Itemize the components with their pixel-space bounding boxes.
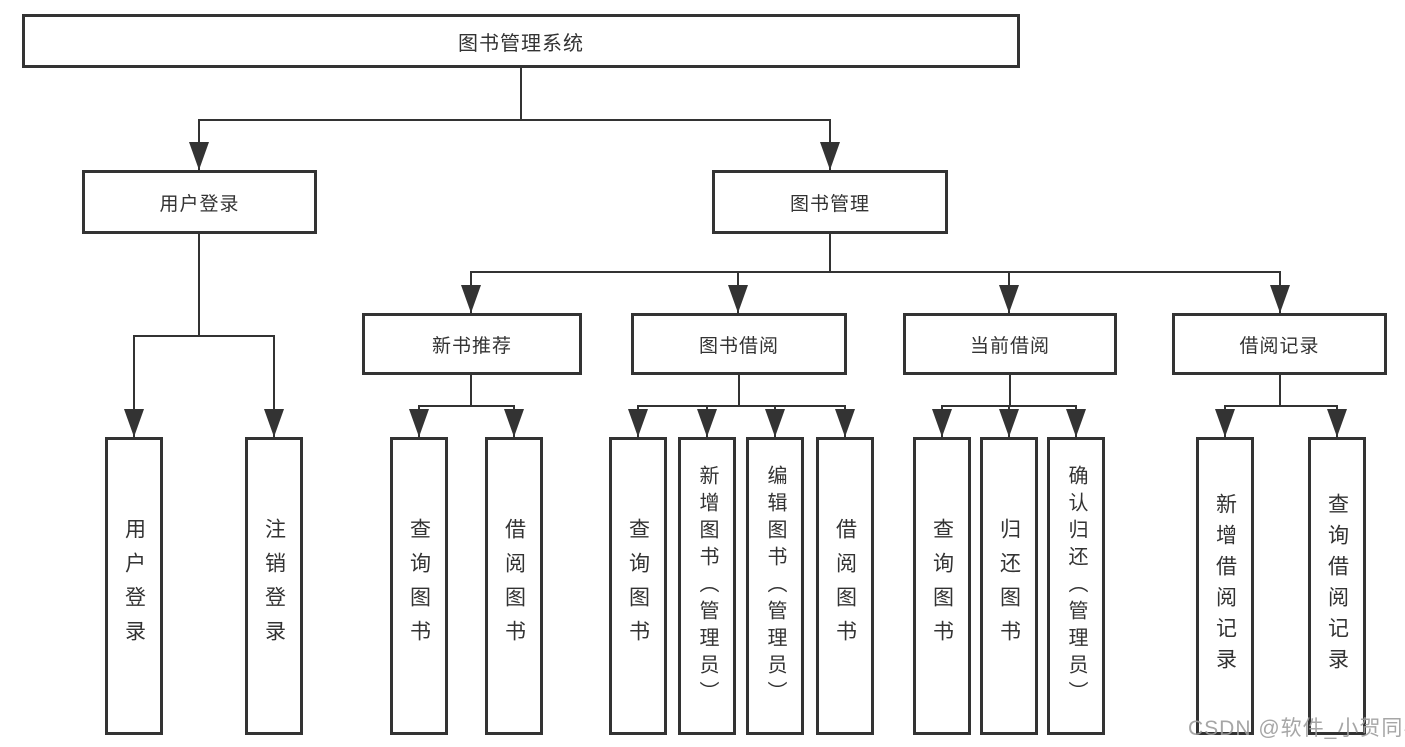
arrowhead-down-icon <box>728 285 748 313</box>
connector-vline <box>829 234 831 272</box>
node-book-management-label: 图书管理 <box>789 193 870 215</box>
arrowhead-down-icon <box>124 409 144 437</box>
leaf-label: 编辑图书（管理员） <box>764 464 786 708</box>
leaf-label: 借阅图书 <box>502 518 526 654</box>
node-current-borrowing-label: 当前借阅 <box>969 335 1050 357</box>
leaf-add-borrow-record: 新增借阅记录 <box>1196 437 1254 735</box>
connector-hline <box>637 405 846 407</box>
node-borrow-records: 借阅记录 <box>1172 313 1387 375</box>
connector-vline <box>1279 375 1281 406</box>
node-current-borrowing: 当前借阅 <box>903 313 1117 375</box>
leaf-label: 注销登录 <box>262 518 286 654</box>
arrowhead-down-icon <box>697 409 717 437</box>
leaf-confirm-return-admin: 确认归还（管理员） <box>1047 437 1105 735</box>
arrowhead-down-icon <box>264 409 284 437</box>
leaf-label: 借阅图书 <box>833 518 857 654</box>
watermark: CSDN @软件_小贺同学 <box>1188 717 1405 740</box>
node-user-login: 用户登录 <box>82 170 317 234</box>
arrowhead-down-icon <box>820 142 840 170</box>
connector-vline <box>738 375 740 406</box>
leaf-query-books-2: 查询图书 <box>609 437 667 735</box>
leaf-add-books-admin: 新增图书（管理员） <box>678 437 736 735</box>
connector-hline <box>198 119 831 121</box>
leaf-label: 查询图书 <box>626 518 650 654</box>
node-user-login-label: 用户登录 <box>159 193 240 215</box>
arrowhead-down-icon <box>932 409 952 437</box>
leaf-label: 查询图书 <box>930 518 954 654</box>
arrowhead-down-icon <box>1327 409 1347 437</box>
leaf-query-borrow-record: 查询借阅记录 <box>1308 437 1366 735</box>
connector-hline <box>418 405 515 407</box>
connector-hline <box>1224 405 1338 407</box>
connector-vline <box>133 335 135 437</box>
leaf-query-books-3: 查询图书 <box>913 437 971 735</box>
connector-vline <box>470 375 472 406</box>
leaf-label: 确认归还（管理员） <box>1065 464 1087 708</box>
connector-hline <box>470 271 1281 273</box>
leaf-user-login: 用户登录 <box>105 437 163 735</box>
leaf-label: 查询图书 <box>407 518 431 654</box>
arrowhead-down-icon <box>1215 409 1235 437</box>
connector-vline <box>1009 375 1011 406</box>
arrowhead-down-icon <box>628 409 648 437</box>
node-new-book-recommend: 新书推荐 <box>362 313 582 375</box>
node-book-borrowing-label: 图书借阅 <box>698 335 779 357</box>
node-library-system-label: 图书管理系统 <box>458 32 584 55</box>
arrowhead-down-icon <box>189 142 209 170</box>
arrowhead-down-icon <box>461 285 481 313</box>
leaf-borrow-books-2: 借阅图书 <box>816 437 874 735</box>
leaf-label: 归还图书 <box>997 518 1021 654</box>
connector-vline <box>273 335 275 437</box>
arrowhead-down-icon <box>1270 285 1290 313</box>
node-new-book-recommend-label: 新书推荐 <box>431 335 512 357</box>
connector-hline <box>133 335 275 337</box>
arrowhead-down-icon <box>765 409 785 437</box>
leaf-logout: 注销登录 <box>245 437 303 735</box>
arrowhead-down-icon <box>835 409 855 437</box>
leaf-return-books: 归还图书 <box>980 437 1038 735</box>
node-borrow-records-label: 借阅记录 <box>1239 335 1320 357</box>
node-book-borrowing: 图书借阅 <box>631 313 847 375</box>
leaf-label: 新增借阅记录 <box>1213 493 1237 679</box>
connector-vline <box>520 68 522 120</box>
arrowhead-down-icon <box>999 409 1019 437</box>
node-book-management: 图书管理 <box>712 170 948 234</box>
arrowhead-down-icon <box>1066 409 1086 437</box>
leaf-label: 查询借阅记录 <box>1325 493 1349 679</box>
arrowhead-down-icon <box>504 409 524 437</box>
leaf-query-books-1: 查询图书 <box>390 437 448 735</box>
arrowhead-down-icon <box>409 409 429 437</box>
leaf-borrow-books-1: 借阅图书 <box>485 437 543 735</box>
node-library-system: 图书管理系统 <box>22 14 1020 68</box>
leaf-label: 用户登录 <box>122 518 146 654</box>
arrowhead-down-icon <box>999 285 1019 313</box>
leaf-label: 新增图书（管理员） <box>696 464 718 708</box>
leaf-edit-books-admin: 编辑图书（管理员） <box>746 437 804 735</box>
connector-vline <box>198 234 200 336</box>
